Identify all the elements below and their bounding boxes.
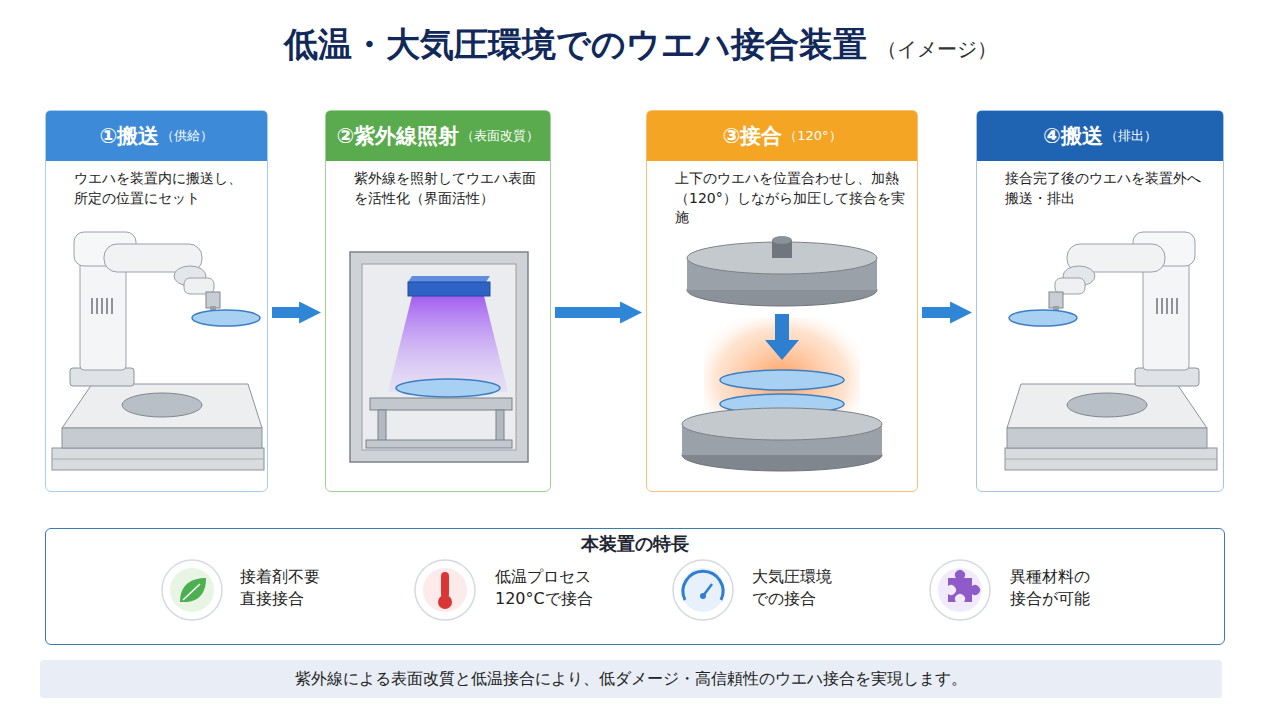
feature-icons-part bbox=[681, 568, 725, 612]
flow-arrow bbox=[555, 312, 628, 313]
process-step-box: ④搬送（排出） 接合完了後のウエハを装置外へ搬送・排出 bbox=[976, 110, 1224, 492]
step-title: ④搬送 bbox=[1043, 122, 1103, 150]
step-subtitle: （供給） bbox=[161, 127, 213, 145]
step-subtitle: （表面改質） bbox=[461, 127, 539, 145]
step-header-band: ①搬送（供給） bbox=[46, 111, 267, 161]
step-description: 紫外線を照射してウエハ表面を活性化（界面活性） bbox=[354, 169, 538, 208]
uv-chamber-part bbox=[370, 398, 512, 410]
feature-icons-part bbox=[441, 572, 449, 598]
feature-icons-part bbox=[162, 560, 222, 620]
step-header-band: ②紫外線照射（表面改質） bbox=[326, 111, 550, 161]
uv-chamber-part bbox=[408, 282, 490, 296]
feature-panel: 本装置の特長 bbox=[45, 528, 1225, 645]
feature-icons-part bbox=[170, 568, 214, 612]
uv-chamber-part bbox=[396, 379, 500, 397]
title-note: （イメージ） bbox=[877, 36, 997, 63]
bonding-press-part bbox=[772, 236, 792, 244]
feature-icons bbox=[162, 560, 990, 620]
feature-icons-part bbox=[673, 560, 733, 620]
feature-text: 接着剤不要 直接接合 bbox=[240, 566, 320, 611]
step-body: 上下のウエハを位置合わせし、加熱（120°）しながら加圧して接合を実施 bbox=[647, 161, 917, 228]
feature-icons-part bbox=[938, 568, 982, 612]
discharge-robot bbox=[1005, 232, 1217, 470]
step-subtitle: （120°） bbox=[784, 127, 841, 145]
bonding-press-part bbox=[765, 314, 799, 360]
step-body: 紫外線を照射してウエハ表面を活性化（界面活性） bbox=[326, 161, 550, 208]
step-title: ①搬送 bbox=[100, 122, 160, 150]
feature-icons-part bbox=[930, 560, 990, 620]
panel-heading: 本装置の特長 bbox=[46, 529, 1224, 556]
process-step-box: ②紫外線照射（表面改質） 紫外線を照射してウエハ表面を活性化（界面活性） bbox=[325, 110, 551, 492]
feature-icons-part bbox=[415, 560, 475, 620]
flow-arrow-shaft bbox=[922, 307, 958, 318]
feature-text: 大気圧環境 での接合 bbox=[752, 566, 832, 611]
uv-chamber-part bbox=[362, 264, 516, 450]
bonding-press bbox=[682, 236, 882, 471]
bonding-press-part bbox=[682, 408, 882, 440]
uv-chamber-part bbox=[350, 252, 528, 462]
step-body: ウエハを装置内に搬送し、所定の位置にセット bbox=[46, 161, 267, 208]
feature-icons-part bbox=[438, 595, 452, 609]
flow-arrow bbox=[272, 312, 307, 313]
feature-icons-part bbox=[948, 570, 980, 602]
feature-text: 異種材料の 接合が可能 bbox=[1010, 566, 1090, 611]
feature-icons-part bbox=[180, 578, 206, 602]
flow-arrow-shaft bbox=[272, 307, 307, 318]
feature-icons-part bbox=[423, 568, 467, 612]
step-description: ウエハを装置内に搬送し、所定の位置にセット bbox=[74, 169, 255, 208]
step-description: 上下のウエハを位置合わせし、加熱（120°）しながら加圧して接合を実施 bbox=[675, 169, 905, 228]
uv-chamber-part bbox=[496, 410, 504, 442]
title: 低温・大気圧環境でのウエハ接合装置 bbox=[284, 22, 867, 68]
uv-chamber-part bbox=[388, 296, 508, 392]
step-title: ②紫外線照射 bbox=[337, 122, 460, 150]
feature-icons-part bbox=[183, 584, 200, 600]
uv-chamber-part bbox=[408, 276, 490, 282]
step-header-band: ③接合（120°） bbox=[647, 111, 917, 161]
feature-text: 低温プロセス 120°Cで接合 bbox=[495, 566, 593, 611]
feature-icons-part bbox=[683, 571, 723, 600]
step-body: 接合完了後のウエハを装置外へ搬送・排出 bbox=[977, 161, 1223, 208]
supply-robot bbox=[52, 232, 264, 470]
step-title: ③接合 bbox=[722, 122, 782, 150]
title-row: 低温・大気圧環境でのウエハ接合装置 （イメージ） bbox=[0, 22, 1280, 68]
step-header-band: ④搬送（排出） bbox=[977, 111, 1223, 161]
uv-chamber-part bbox=[378, 410, 386, 442]
flow-arrow-shaft bbox=[555, 307, 628, 318]
caption: 紫外線による表面改質と低温接合により、低ダメージ・高信頼性のウエハ接合を実現しま… bbox=[40, 660, 1222, 698]
uv-chamber bbox=[350, 252, 528, 462]
bonding-press-part bbox=[720, 370, 844, 390]
process-step-box: ③接合（120°） 上下のウエハを位置合わせし、加熱（120°）しながら加圧して接… bbox=[646, 110, 918, 492]
step-description: 接合完了後のウエハを装置外へ搬送・排出 bbox=[1005, 169, 1211, 208]
flow-arrow bbox=[922, 312, 958, 313]
step-subtitle: （排出） bbox=[1105, 127, 1157, 145]
process-step-box: ①搬送（供給） ウエハを装置内に搬送し、所定の位置にセット bbox=[45, 110, 268, 492]
uv-chamber-part bbox=[366, 440, 512, 448]
feature-icons-part bbox=[700, 593, 706, 599]
